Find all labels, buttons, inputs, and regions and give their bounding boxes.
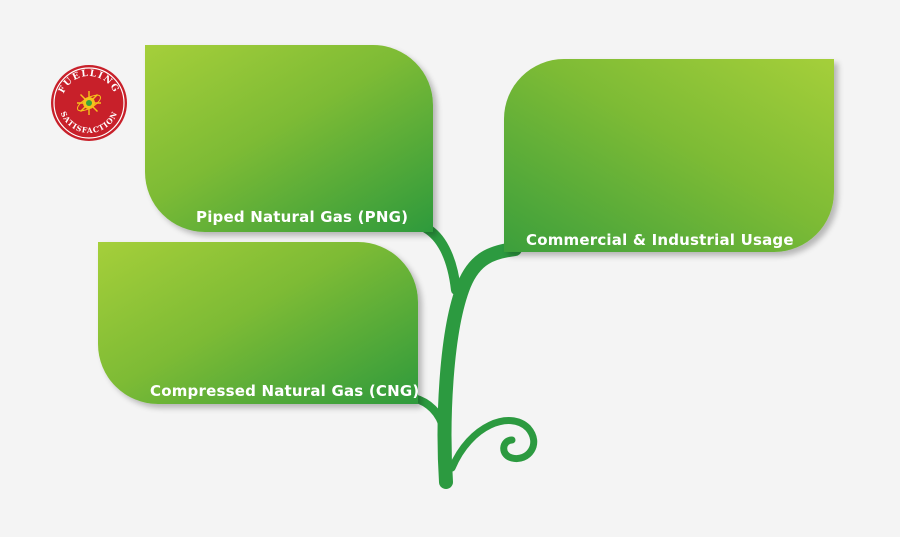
branch-png <box>421 223 461 295</box>
leaf-commercial <box>504 59 834 252</box>
label-cng: Compressed Natural Gas (CNG) <box>150 382 420 400</box>
leaf-cng <box>98 242 418 404</box>
label-png: Piped Natural Gas (PNG) <box>196 208 409 226</box>
fuelling-satisfaction-logo: FUELLING SATISFACTION <box>51 65 127 141</box>
leaf-png <box>145 45 433 232</box>
label-commercial: Commercial & Industrial Usage <box>526 231 794 249</box>
sun-flame-icon <box>76 91 102 115</box>
tendril-curl <box>448 417 538 472</box>
